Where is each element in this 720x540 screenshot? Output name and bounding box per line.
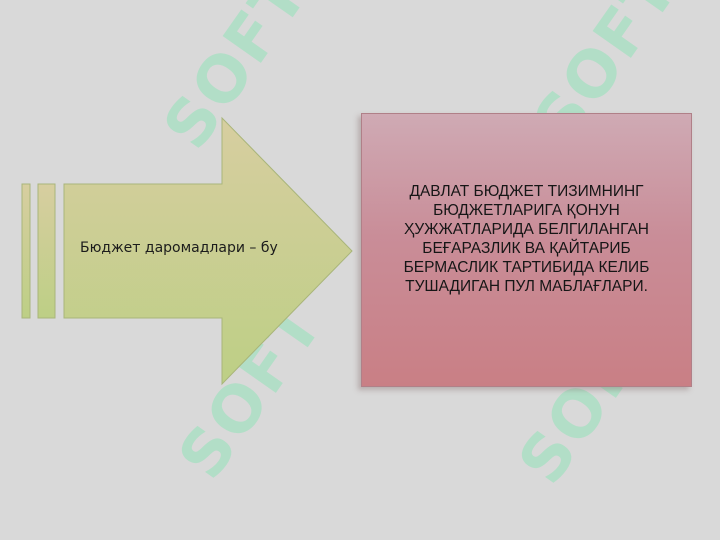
definition-text: ДАВЛАТ БЮДЖЕТ ТИЗИМНИНГ БЮДЖЕТЛАРИГА ҚОН… <box>403 183 650 295</box>
arrow-body <box>63 116 353 386</box>
definition-box: ДАВЛАТ БЮДЖЕТ ТИЗИМНИНГ БЮДЖЕТЛАРИГА ҚОН… <box>361 113 692 387</box>
arrow-tail-stripe <box>37 183 56 319</box>
arrow-tail-stripe <box>21 183 31 319</box>
arrow-label: Бюджет даромадлари – бу <box>80 240 278 256</box>
